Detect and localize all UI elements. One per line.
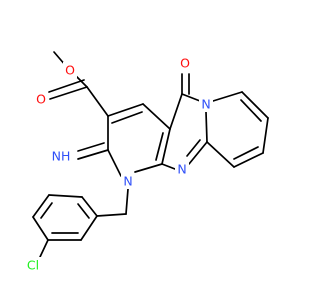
atom-label-O: O	[36, 92, 46, 107]
bond-N1-C2	[107, 149, 122, 177]
atom-label-N: N	[123, 174, 132, 189]
bond-ar-6	[80, 215, 98, 241]
bond-N6-C7	[212, 91, 243, 102]
bond-ar-1	[81, 196, 98, 217]
atom-label-O: O	[65, 63, 75, 78]
bond-C9-C10-a	[233, 152, 264, 168]
bond-ar-3b	[40, 202, 53, 219]
atom-O-ring-carbonyl: O	[178, 55, 192, 71]
structure-canvas: O O O N NH N N Cl	[24, 51, 269, 273]
bond-ar-2	[48, 194, 83, 198]
bond-C3-C4-double-b	[111, 111, 143, 124]
atom-N-ring-bottom: N	[121, 173, 135, 189]
bond-C11a-N11-b	[186, 139, 201, 157]
bond-C7-C8-b	[240, 99, 262, 122]
bond-C7-C8-a	[241, 91, 269, 119]
bond-N1-CH2	[125, 188, 129, 215]
atom-label-NH: NH	[52, 149, 71, 164]
bond-C4a-C10a-a	[161, 128, 171, 165]
bond-CH2-aryl	[96, 213, 127, 217]
atom-N-ring-mid: N	[175, 161, 189, 177]
atom-O-ester-carbonyl: O	[34, 91, 48, 107]
bond-C-O-double-a	[49, 86, 88, 100]
bonds	[32, 51, 269, 258]
bond-C9-C10-b	[233, 146, 259, 160]
bond-C4-C4a	[142, 103, 171, 130]
bond-C10-C11a	[206, 141, 235, 168]
molecule-structure: O O O N NH N N Cl	[24, 51, 269, 273]
bond-C3-C4-double-a	[107, 103, 144, 117]
bond-C4a-C5	[169, 93, 183, 130]
atom-label-O: O	[180, 56, 190, 71]
bond-C11a-N11-a	[188, 141, 208, 165]
atom-Cl: Cl	[24, 257, 44, 273]
bond-C5-N6	[181, 93, 201, 102]
bond-C-O-double-b	[48, 79, 85, 93]
atom-NH-imine: NH	[49, 148, 73, 164]
bond-ar-1b	[77, 203, 90, 219]
bond-ar-3	[32, 194, 50, 218]
bond-ester-ring	[86, 86, 109, 117]
atom-label-Cl: Cl	[27, 258, 39, 273]
bond-C8-C9	[262, 117, 269, 154]
bond-C10a-N1	[134, 163, 163, 173]
bond-C4a-C10a-b	[155, 132, 164, 161]
atom-label-N: N	[177, 162, 186, 177]
atom-O-ester-ether: O	[63, 62, 77, 78]
bond-C2-NH-double-a	[77, 149, 109, 160]
bond-C2-NH-double-b	[77, 142, 105, 152]
bond-ar-Cl	[39, 239, 49, 258]
atom-labels: O O O N NH N N Cl	[24, 55, 213, 273]
bond-N11-C10a	[161, 163, 176, 170]
bond-ar-4	[32, 216, 49, 241]
atom-N-pyrido: N	[199, 96, 213, 112]
atom-label-N: N	[201, 97, 210, 112]
bond-N6-C11a	[205, 111, 208, 143]
